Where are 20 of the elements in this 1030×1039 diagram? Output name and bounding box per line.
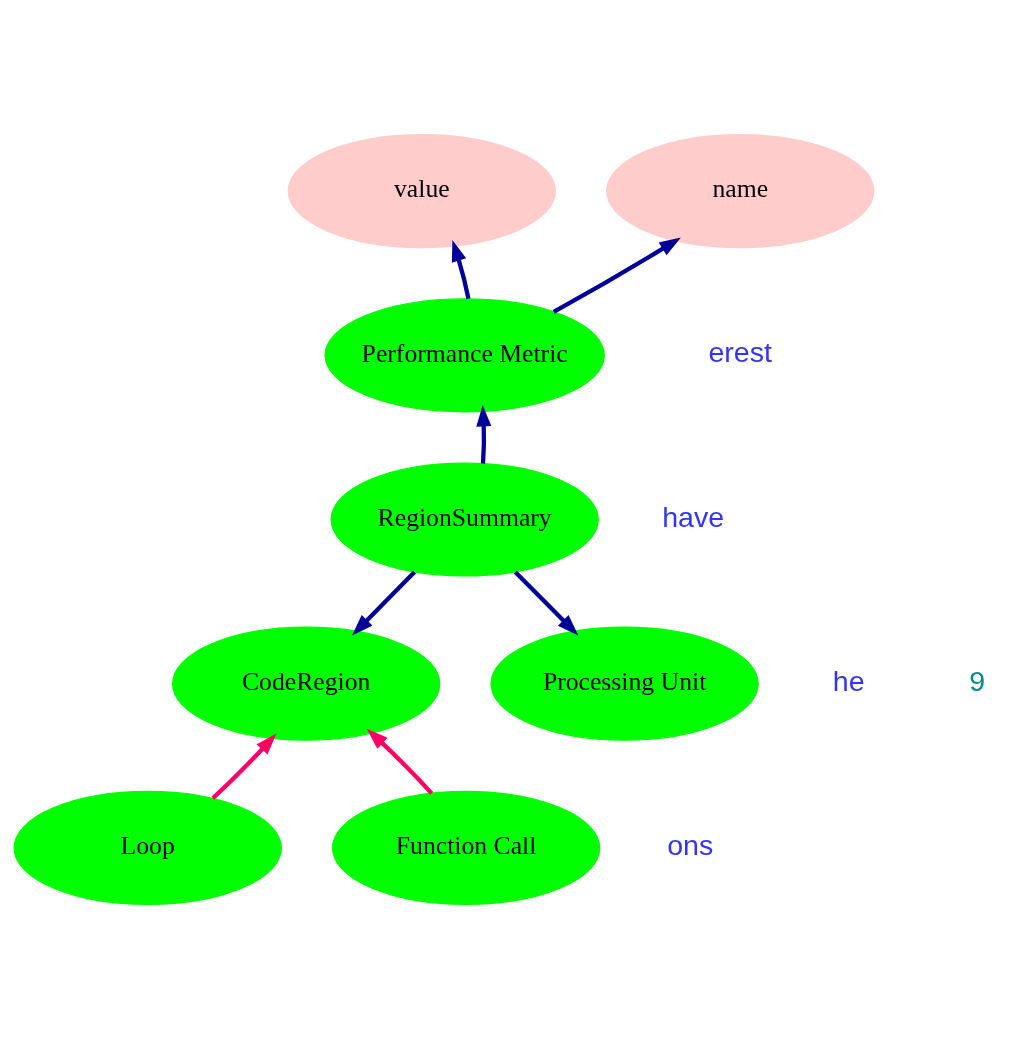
arrow — [476, 404, 492, 464]
node-ellipse: CodeRegion — [171, 626, 441, 741]
node-ellipse: name — [606, 134, 875, 249]
node-ellipse: RegionSummary — [330, 462, 599, 577]
label: he — [832, 664, 865, 697]
arrow — [352, 570, 417, 636]
label: ons — [667, 829, 714, 862]
label: erest — [708, 336, 772, 369]
node-ellipse: value — [287, 134, 557, 249]
arrow — [211, 733, 277, 800]
arrow — [513, 570, 579, 636]
node-ellipse: Function Call — [331, 790, 601, 905]
arrow — [366, 728, 434, 795]
label: have — [662, 500, 725, 533]
node-ellipse: Processing Unit — [490, 626, 759, 741]
arrow — [552, 237, 681, 314]
arrow — [451, 240, 471, 300]
node-ellipse: Loop — [13, 790, 282, 905]
node-ellipse: Performance Metric — [324, 298, 605, 413]
label: 9 — [969, 664, 986, 697]
